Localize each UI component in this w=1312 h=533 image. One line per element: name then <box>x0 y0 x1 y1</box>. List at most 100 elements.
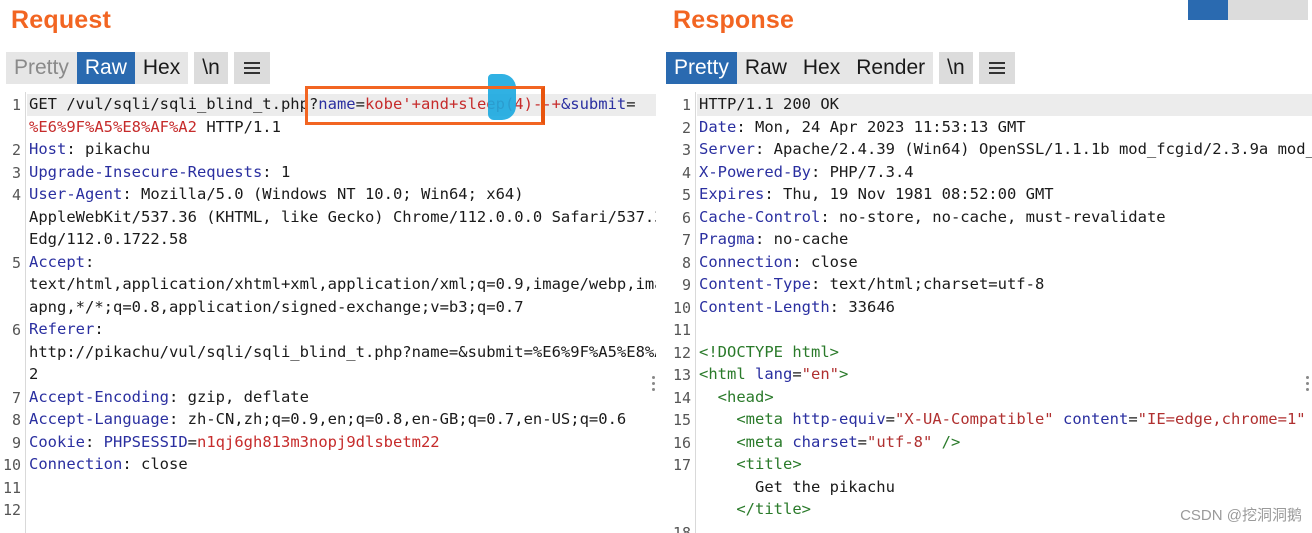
code-token: / <box>1306 410 1312 428</box>
line-number: 1 <box>11 96 21 114</box>
code-line: Date: Mon, 24 Apr 2023 11:53:13 GMT <box>699 116 1026 138</box>
code-token: X-Powered-By <box>699 162 811 181</box>
code-line: <meta http-equiv="X-UA-Compatible" conte… <box>699 408 1312 430</box>
code-token: /> <box>932 432 961 451</box>
code-line: http://pikachu/vul/sqli/sqli_blind_t.php… <box>29 341 656 363</box>
code-line: Upgrade-Insecure-Requests: 1 <box>29 161 290 183</box>
tab-raw[interactable]: Raw <box>736 52 795 84</box>
code-token: apng,*/*;q=0.8,application/signed-exchan… <box>29 297 524 316</box>
code-line: Cache-Control: no-store, no-cache, must-… <box>699 206 1166 228</box>
code-token: : gzip, deflate <box>168 387 309 406</box>
code-token: = <box>1128 410 1138 428</box>
code-token: name <box>318 95 356 113</box>
code-line: Expires: Thu, 19 Nov 1981 08:52:00 GMT <box>699 183 1054 205</box>
code-token: : 33646 <box>829 297 895 316</box>
code-token: charset <box>792 432 858 451</box>
code-line: <title> <box>699 453 801 475</box>
code-token: : no-cache <box>755 230 849 248</box>
code-line: Content-Type: text/html;charset=utf-8 <box>699 273 1044 295</box>
line-number: 11 <box>672 321 691 339</box>
code-token: Content-Length <box>699 297 830 316</box>
code-token: : no-store, no-cache, must-revalidate <box>820 207 1166 226</box>
code-token: : pikachu <box>66 140 151 158</box>
layout-vertical-icon[interactable] <box>1268 0 1308 20</box>
pane-divider[interactable] <box>656 0 664 533</box>
code-token: %E6%9F%A5%E8%AF%A2 <box>29 117 197 136</box>
line-number: 3 <box>681 141 691 159</box>
line-number: 15 <box>672 411 691 429</box>
tab-raw[interactable]: Raw <box>76 52 135 84</box>
code-line: text/html,application/xhtml+xml,applicat… <box>29 273 656 295</box>
line-number: 4 <box>681 163 691 182</box>
line-number: 17 <box>672 456 691 474</box>
code-token: : zh-CN,zh;q=0.9,en;q=0.8,en-GB;q=0.7,en… <box>168 410 627 428</box>
resize-handle-icon[interactable] <box>1306 376 1310 392</box>
line-number: 8 <box>11 411 21 429</box>
code-token: Accept-Language <box>29 410 169 428</box>
code-token: PHPSESSID <box>103 432 188 451</box>
layout-split-icon[interactable] <box>1188 0 1228 20</box>
code-token: <meta <box>699 410 793 428</box>
line-number: 2 <box>681 118 691 137</box>
code-token: : Thu, 19 Nov 1981 08:52:00 GMT <box>764 185 1054 203</box>
code-token: "utf-8" <box>867 432 933 451</box>
code-token: : Mon, 24 Apr 2023 11:53:13 GMT <box>736 117 1026 136</box>
code-line: Edg/112.0.1722.58 <box>29 228 188 250</box>
code-token: Cache-Control <box>699 207 821 226</box>
response-title: Response <box>673 6 795 34</box>
code-line: 2 <box>29 363 38 385</box>
code-line: Connection: close <box>699 251 858 273</box>
code-token: Upgrade-Insecure-Requests <box>29 162 263 181</box>
watermark: CSDN @挖洞洞鹅 <box>1180 507 1302 524</box>
tab-pretty[interactable]: Pretty <box>666 52 737 84</box>
layout-horizontal-icon[interactable] <box>1228 0 1268 20</box>
line-number: 10 <box>2 456 21 474</box>
code-line: Pragma: no-cache <box>699 228 848 250</box>
line-number: 10 <box>672 298 691 317</box>
code-token: <!DOCTYPE html> <box>699 342 839 361</box>
code-line: <!DOCTYPE html> <box>699 341 839 363</box>
code-token: text/html,application/xhtml+xml,applicat… <box>29 275 656 293</box>
line-number: 9 <box>681 276 691 294</box>
code-line: AppleWebKit/537.36 (KHTML, like Gecko) C… <box>29 206 656 228</box>
code-token: : close <box>792 252 858 271</box>
tab-pretty[interactable]: Pretty <box>6 52 77 84</box>
tab-hex[interactable]: Hex <box>134 52 189 84</box>
current-line-highlight <box>697 94 1312 116</box>
code-token: http-equiv <box>792 410 886 428</box>
tab-render[interactable]: Render <box>848 52 934 84</box>
code-token: Connection <box>699 252 793 271</box>
line-number: 14 <box>672 388 691 407</box>
tab-hex[interactable]: Hex <box>794 52 849 84</box>
newline-toggle-button[interactable]: \n <box>194 52 228 84</box>
line-number: 8 <box>681 253 691 272</box>
code-token: "IE=edge,chrome=1" <box>1137 410 1306 428</box>
code-token: </title> <box>699 500 811 518</box>
code-line: <head> <box>699 386 774 408</box>
code-line: Referer: <box>29 318 104 340</box>
code-token: : PHP/7.3.4 <box>810 162 914 181</box>
code-token: : <box>85 252 95 271</box>
code-line: User-Agent: Mozilla/5.0 (Windows NT 10.0… <box>29 183 524 205</box>
line-number: 7 <box>681 231 691 249</box>
line-number: 5 <box>11 253 21 272</box>
newline-toggle-button[interactable]: \n <box>939 52 973 84</box>
code-token: : <box>94 320 104 338</box>
line-number: 11 <box>2 478 21 497</box>
code-line: Connection: close <box>29 453 188 475</box>
code-token: : Mozilla/5.0 (Windows NT 10.0; Win64; x… <box>122 185 524 203</box>
line-number: 18 <box>672 523 691 533</box>
line-number: 1 <box>681 96 691 114</box>
code-token: GET /vul/sqli/sqli_blind_t.php? <box>29 95 319 113</box>
menu-icon[interactable] <box>233 52 270 84</box>
code-line: <meta charset="utf-8" /> <box>699 431 960 453</box>
menu-icon[interactable] <box>978 52 1015 84</box>
resize-handle-icon[interactable] <box>652 376 656 392</box>
code-token: = <box>626 95 636 113</box>
layout-toggle <box>1188 0 1308 20</box>
line-number: 13 <box>672 366 691 384</box>
code-line: X-Powered-By: PHP/7.3.4 <box>699 161 914 183</box>
